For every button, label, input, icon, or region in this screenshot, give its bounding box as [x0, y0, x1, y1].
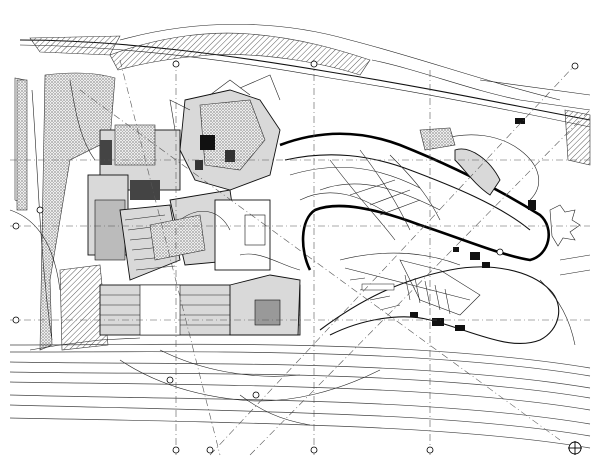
- left-site-zone: [9, 72, 116, 351]
- structural-grid: [10, 59, 591, 456]
- top-boundary-curves: [19, 23, 591, 128]
- north-arrow-icon: [568, 441, 582, 455]
- central-loop-drive: [279, 132, 550, 271]
- grid-markers: [12, 60, 579, 454]
- highway-bands: [9, 337, 591, 449]
- parking-label-box: [361, 283, 395, 291]
- main-building-complex: [87, 74, 301, 336]
- right-parking-area: [319, 109, 591, 346]
